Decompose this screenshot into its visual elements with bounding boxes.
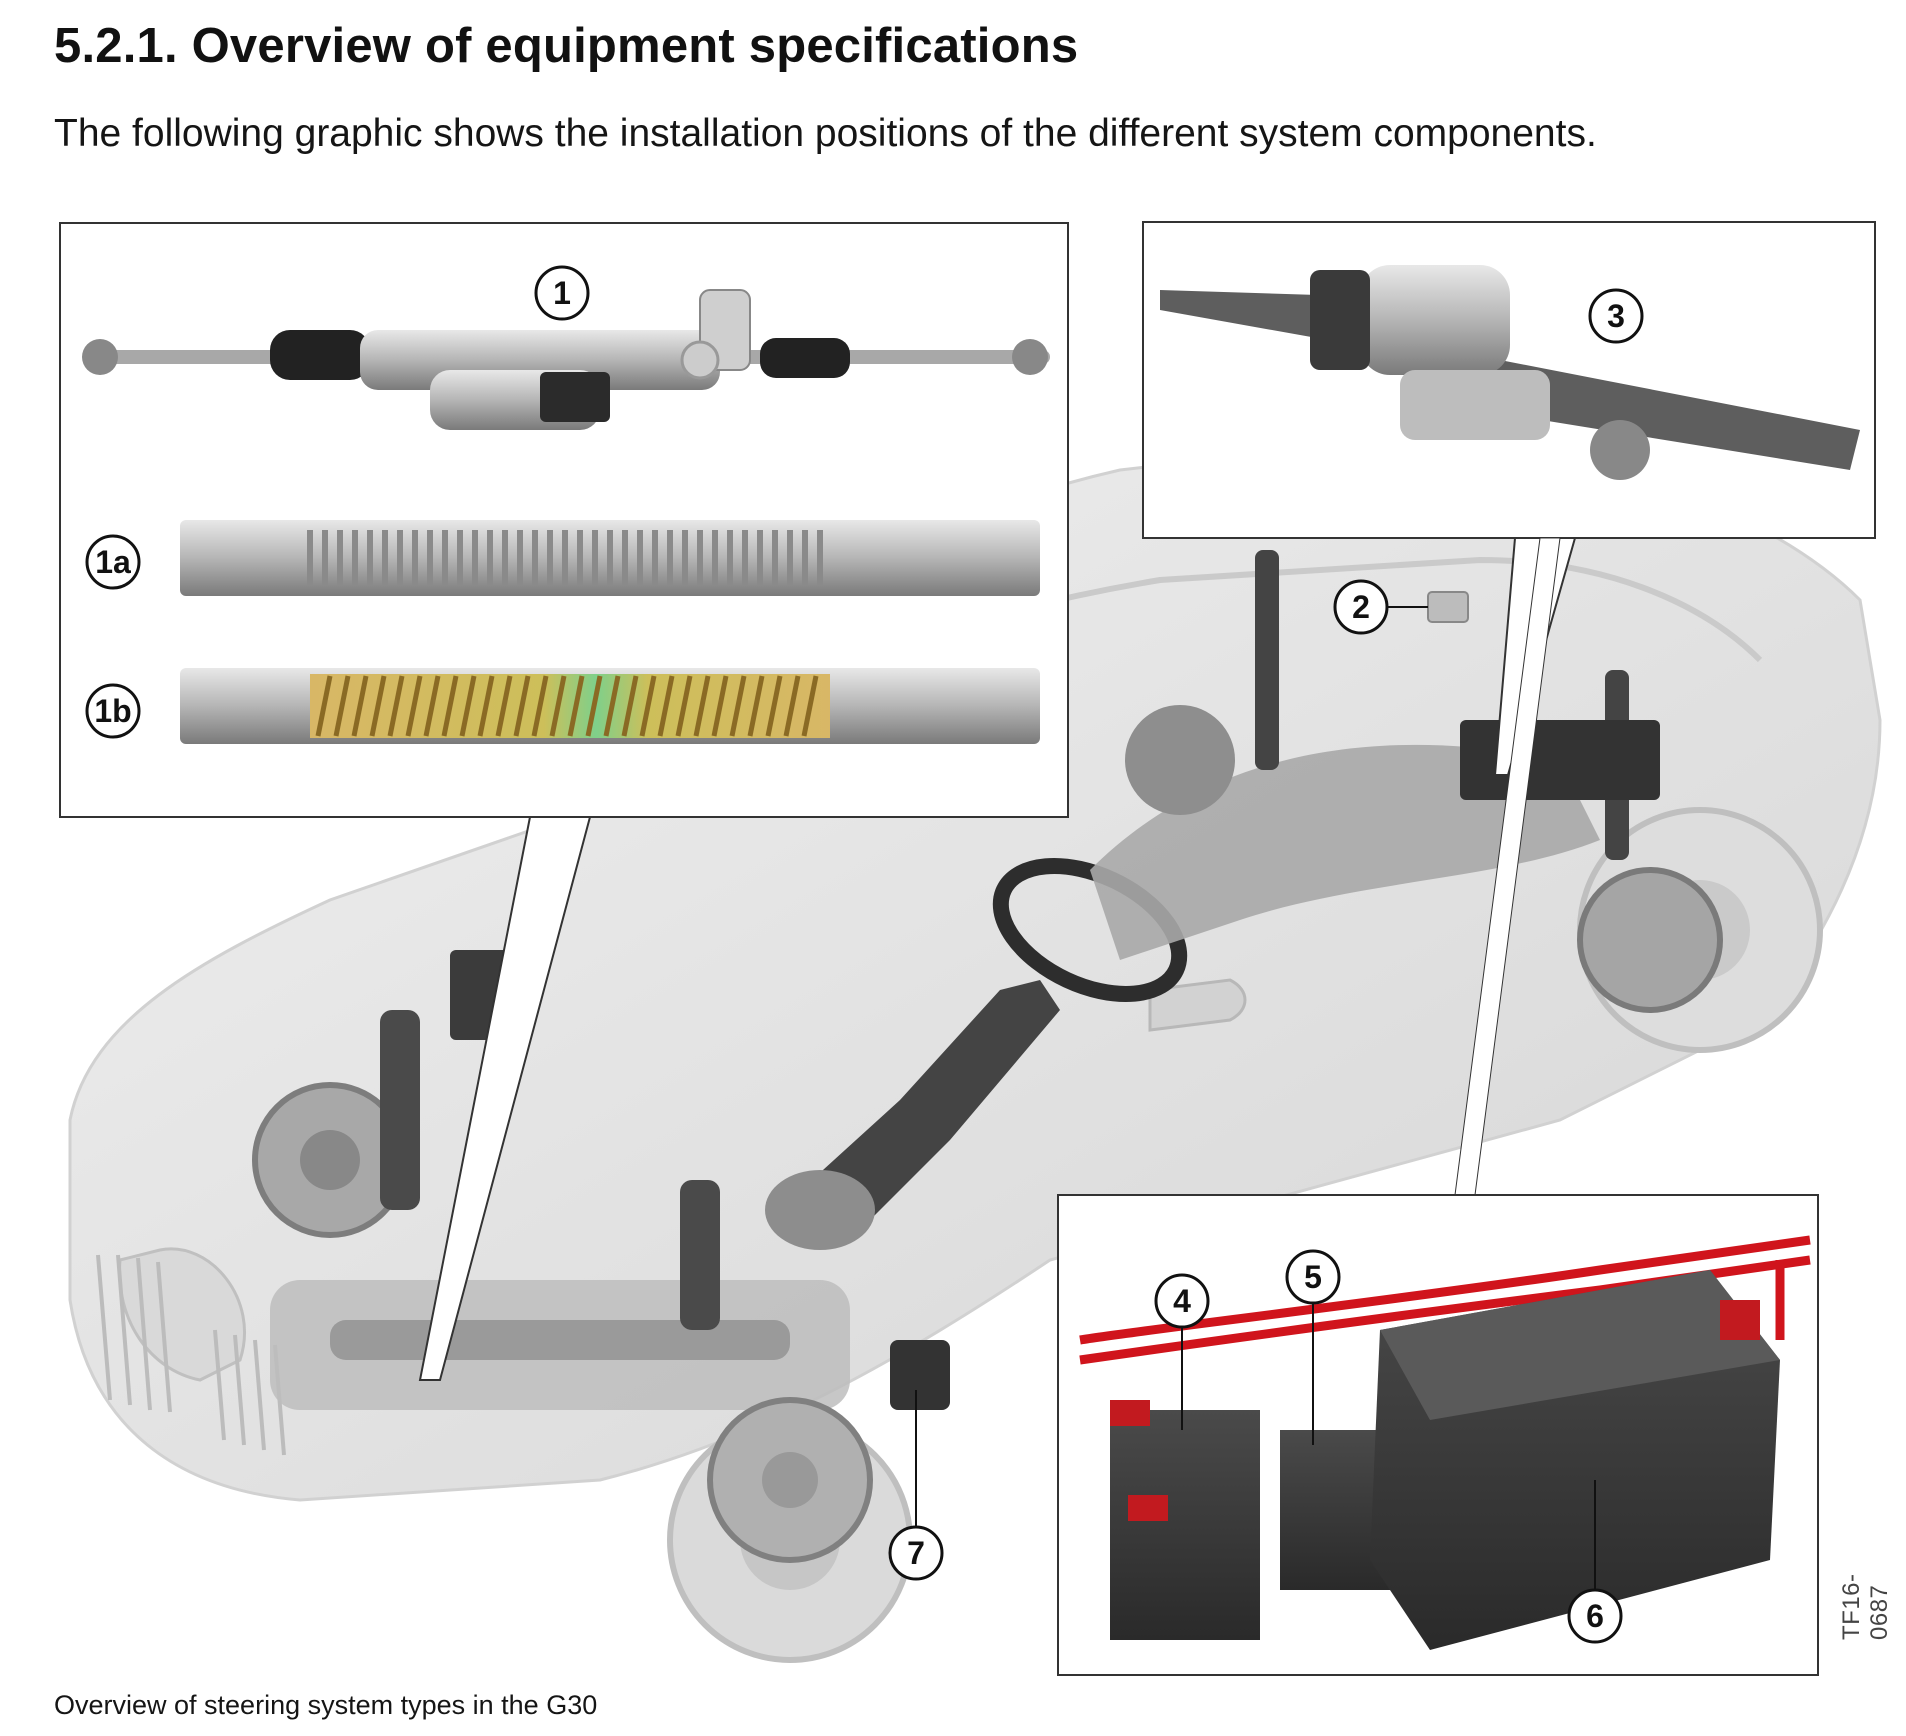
intro-text: The following graphic shows the installa…	[54, 112, 1597, 155]
svg-text:1a: 1a	[95, 544, 131, 580]
svg-text:6: 6	[1586, 1598, 1604, 1634]
svg-text:2: 2	[1352, 589, 1370, 625]
callout-1: 1	[534, 265, 590, 321]
callout-7: 7	[888, 1390, 944, 1581]
rack-profile-1a	[180, 520, 1040, 596]
svg-text:1: 1	[553, 275, 571, 311]
svg-text:3: 3	[1607, 298, 1625, 334]
callout-2: 2	[1333, 579, 1428, 635]
inset-steering-rack	[59, 222, 1069, 1381]
callout-3: 3	[1588, 288, 1644, 344]
document-id: TF16-0687	[1838, 1573, 1893, 1640]
callout-6: 6	[1567, 1480, 1623, 1644]
svg-text:7: 7	[907, 1535, 925, 1571]
front-axle-assembly	[252, 950, 950, 1563]
callout-4: 4	[1154, 1273, 1210, 1430]
battery-6	[1370, 1270, 1780, 1650]
rack-profile-1b	[180, 668, 1040, 744]
callout-5: 5	[1285, 1249, 1341, 1445]
page-title: 5.2.1. Overview of equipment specificati…	[54, 19, 1079, 73]
callout-1a: 1a	[85, 534, 141, 590]
svg-text:1b: 1b	[94, 693, 131, 729]
steering-rack-image	[82, 289, 1050, 430]
svg-text:5: 5	[1304, 1259, 1322, 1295]
front-grille	[96, 1254, 286, 1456]
steering-column	[765, 857, 1188, 1250]
battery-4	[1110, 1400, 1260, 1640]
svg-text:4: 4	[1173, 1283, 1191, 1319]
figure-caption: Overview of steering system types in the…	[54, 1690, 598, 1720]
callout-1b: 1b	[85, 683, 141, 739]
red-cables	[1079, 1235, 1811, 1365]
inset-rear-axle-actuator	[1142, 221, 1876, 776]
